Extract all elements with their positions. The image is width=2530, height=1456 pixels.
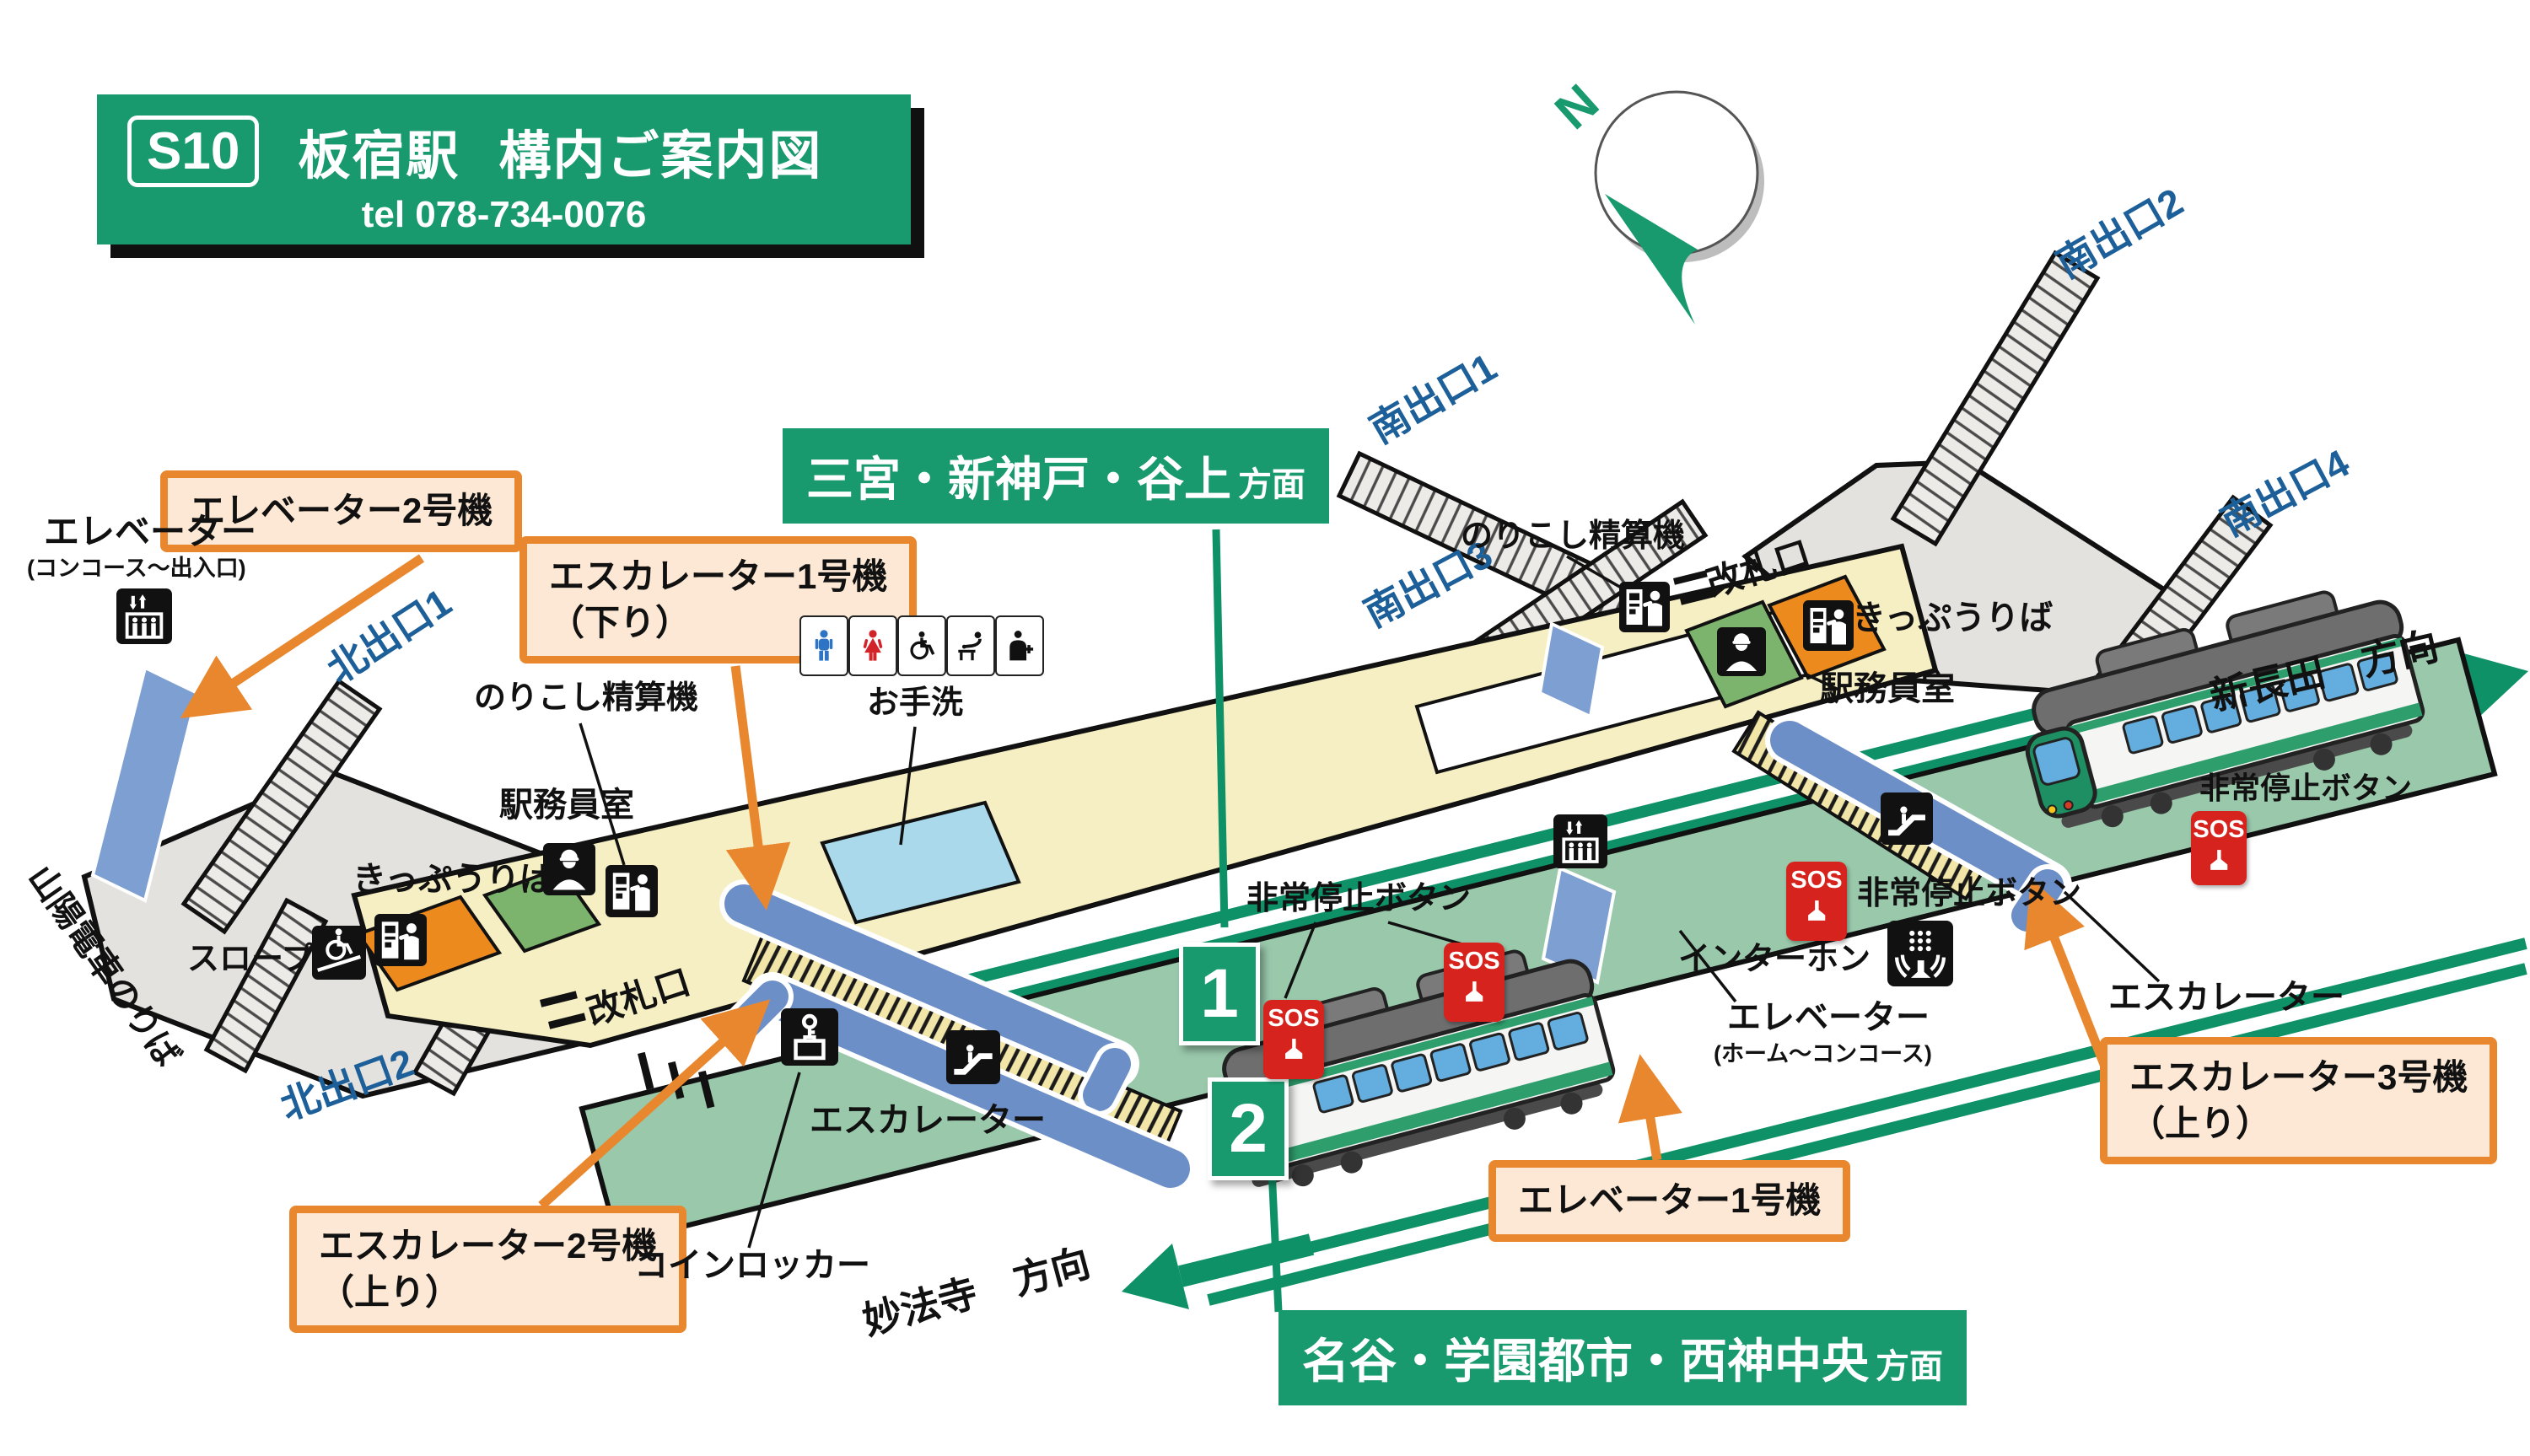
- line-badge: S10: [127, 115, 260, 187]
- elevator-tower-concourse: [1537, 621, 1605, 719]
- elevator-west-sub: (コンコース〜出入口): [27, 556, 246, 581]
- compass: [1594, 90, 1764, 325]
- stairs-south-exit2: [1890, 250, 2101, 547]
- ticket-area-left: [355, 895, 503, 992]
- staff-room-left-label: 駅務員室: [499, 787, 634, 824]
- stairs-north-exit2-a: [203, 897, 329, 1074]
- baby-change-icon: [946, 615, 995, 676]
- emergency-stop-mid-label: 非常停止ボタン: [1857, 876, 2082, 911]
- slope-label: スロープ: [187, 942, 314, 977]
- toilet-room: [820, 800, 1021, 925]
- staff-icon-right: [1717, 627, 1766, 676]
- elevator-west-label: エレベーター: [44, 512, 257, 551]
- escalator-icon-left: [946, 1030, 1000, 1084]
- elevator-tower-platform: [1541, 866, 1617, 985]
- coin-locker-label: コインロッカー: [634, 1247, 870, 1284]
- map-caption: 構内ご案内図: [498, 127, 823, 185]
- elevator-platform-label: エレベーター: [1727, 999, 1930, 1036]
- emergency-stop-right-label: 非常停止ボタン: [2199, 771, 2413, 805]
- toilet-men-icon: [799, 615, 848, 676]
- callout-escalator-3: エスカレーター3号機（上り）: [2100, 1037, 2498, 1165]
- westbound-arrow: [1122, 1233, 1315, 1309]
- elevator-icon-west: [116, 588, 172, 644]
- callout-arrows: [180, 554, 2112, 1210]
- compass-needle: [1605, 194, 1698, 325]
- inbound-direction-banner: 三宮・新神戸・谷上方面: [783, 428, 1329, 524]
- toilet-label: お手洗: [867, 685, 964, 721]
- callout-escalator-2: エスカレーター2号機（上り）: [289, 1206, 687, 1334]
- tickets-right-label: きっぷうりば: [1852, 599, 2054, 637]
- fare-adjust-machine-icon-right: [1619, 582, 1670, 632]
- sos-button-3: SOS: [1786, 862, 1847, 941]
- elevator-icon-platform: [1553, 814, 1607, 868]
- platform-1-tile: 1: [1179, 943, 1260, 1045]
- intercom-label: インターホン: [1678, 942, 1871, 977]
- inbound-banner-line: [1212, 529, 1229, 928]
- ticket-machine-icon-left: [374, 914, 427, 966]
- fare-adjust-left-label: のりこし精算機: [474, 680, 699, 716]
- emergency-stop-left-label: 非常停止ボタン: [1246, 881, 1472, 916]
- coin-locker-icon: [781, 1008, 838, 1066]
- tickets-left-label: きっぷうりば: [353, 861, 554, 898]
- escalator-left-label: エスカレーター: [810, 1102, 1046, 1139]
- callout-elevator-2: エレベーター2号機: [160, 470, 523, 552]
- toilet-wheelchair-icon: [897, 615, 946, 676]
- stairs-north-exit1: [180, 678, 383, 935]
- sos-button-4: SOS: [2191, 811, 2247, 885]
- escalator-1: [719, 879, 1139, 1116]
- slope-wheelchair-icon: [312, 926, 366, 980]
- elevator-tower-west: [90, 665, 200, 903]
- platform-2-tile: 2: [1208, 1077, 1289, 1180]
- station-name: 板宿駅: [298, 127, 460, 185]
- outbound-direction-banner: 名谷・学園都市・西神中央方面: [1278, 1310, 1967, 1405]
- staff-room-right-label: 駅務員室: [1820, 670, 1955, 707]
- station-tel: tel 078-734-0076: [361, 194, 647, 235]
- sos-button-2: SOS: [1444, 943, 1505, 1022]
- fare-adjust-machine-icon-left: [606, 865, 658, 917]
- staff-icon-left: [543, 843, 595, 895]
- title-box: S10 板宿駅 構内ご案内図 tel 078-734-0076: [97, 94, 911, 244]
- callout-elevator-1: エレベーター1号機: [1488, 1160, 1851, 1242]
- escalator-icon-right: [1881, 792, 1933, 845]
- toilet-women-icon: [848, 615, 897, 676]
- intercom-icon: [1887, 921, 1953, 986]
- multipurpose-toilet-icon: [995, 615, 1044, 676]
- track-line-2: [1200, 938, 2527, 1306]
- sos-button-1: SOS: [1263, 1000, 1324, 1079]
- gate-bars: [540, 570, 1714, 1109]
- fare-adjust-right-label: のりこし精算機: [1461, 518, 1686, 554]
- ticket-machine-icon-right: [1803, 600, 1854, 651]
- escalator-right-label: エスカレーター: [2108, 979, 2344, 1016]
- elevator-platform-sub: (ホーム〜コンコース): [1714, 1041, 1932, 1066]
